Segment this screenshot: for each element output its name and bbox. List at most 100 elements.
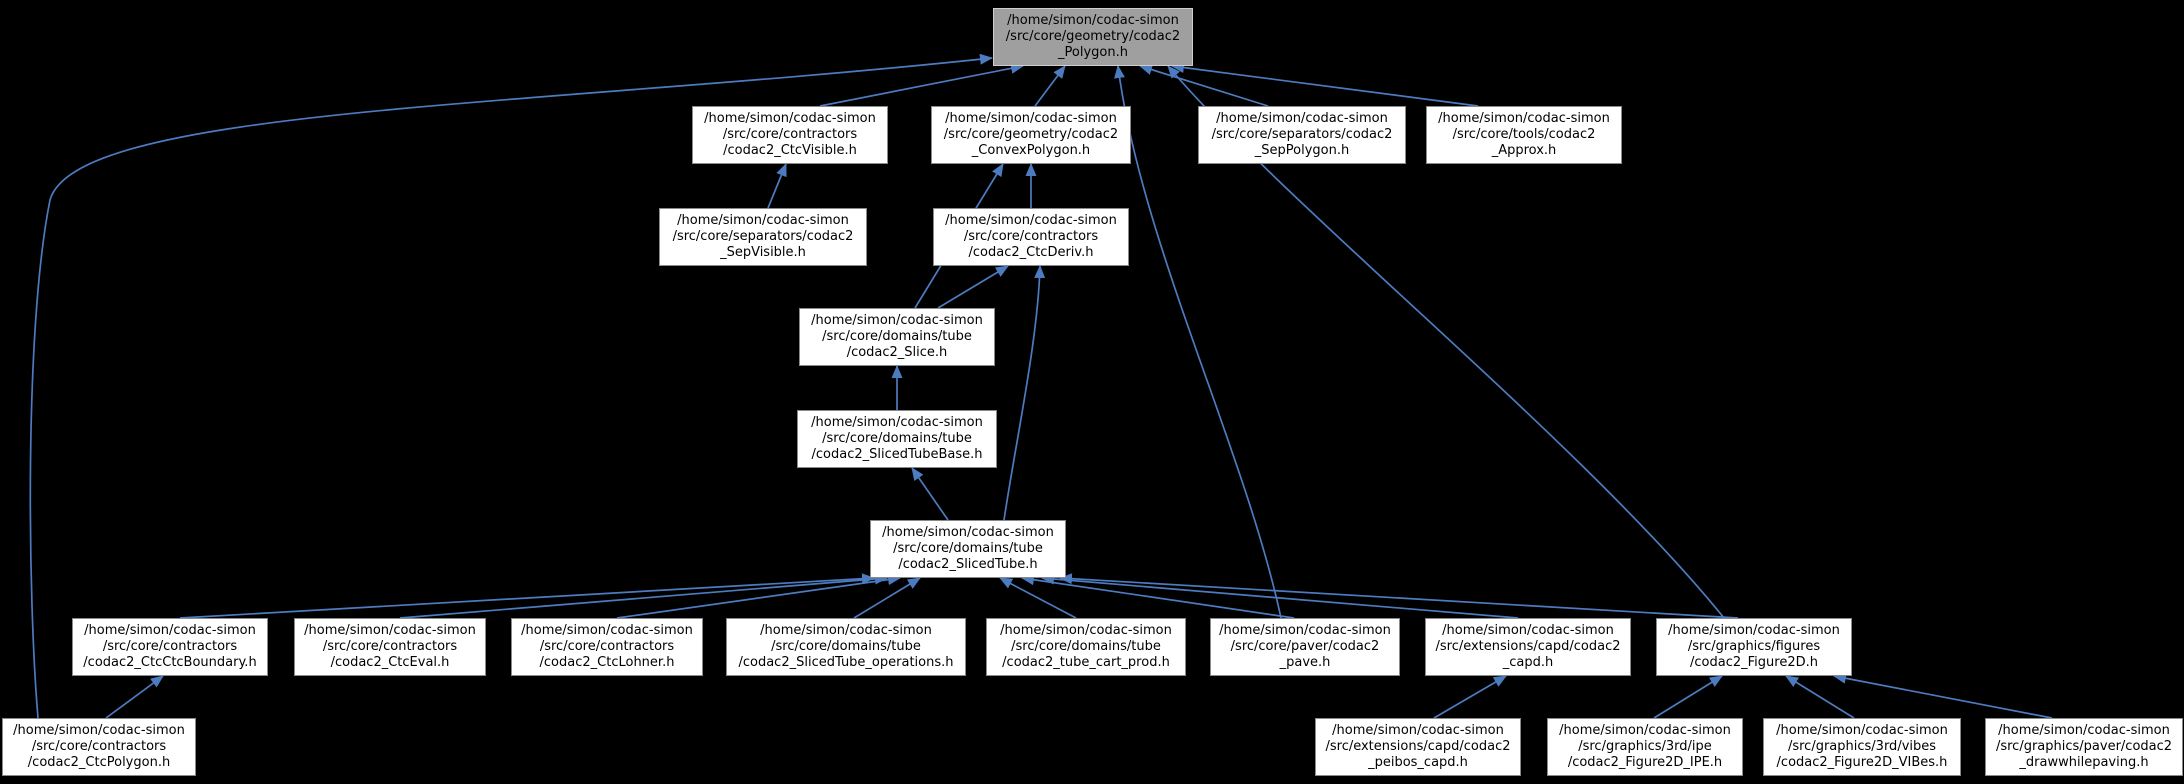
node-label-line: /home/simon/codac-simon xyxy=(1219,623,1391,638)
node-label-line: _drawwhilepaving.h xyxy=(2019,755,2149,770)
node-label-line: /home/simon/codac-simon xyxy=(1559,723,1731,738)
graph-node-approx[interactable]: /home/simon/codac-simon/src/core/tools/c… xyxy=(1426,106,1622,164)
node-label-line: _peibos_capd.h xyxy=(1368,755,1468,770)
graph-node-ctcctcboundary[interactable]: /home/simon/codac-simon/src/core/contrac… xyxy=(72,618,268,676)
dependency-edge-pave-to-slicedtube xyxy=(1021,574,1295,619)
node-label-line: /src/core/contractors xyxy=(102,639,238,654)
node-label-line: /codac2_SlicedTube_operations.h xyxy=(738,655,954,670)
node-label-line: /src/core/domains/tube xyxy=(822,329,972,344)
graph-node-ctcvisible[interactable]: /home/simon/codac-simon/src/core/contrac… xyxy=(692,106,888,164)
node-label-line: /codac2_CtcEval.h xyxy=(330,655,450,670)
node-label-line: /home/simon/codac-simon xyxy=(13,723,185,738)
graph-node-tube_cart_prod[interactable]: /home/simon/codac-simon/src/core/domains… xyxy=(986,618,1186,676)
dependency-edge-slicedtube-to-ctcderiv xyxy=(1003,265,1046,521)
graph-node-slicedtubebase[interactable]: /home/simon/codac-simon/src/core/domains… xyxy=(797,410,997,468)
graph-node-slicedtube_ops[interactable]: /home/simon/codac-simon/src/core/domains… xyxy=(726,618,966,676)
node-label-line: /src/core/geometry/codac2 xyxy=(1005,29,1181,44)
graph-node-ctceval[interactable]: /home/simon/codac-simon/src/core/contrac… xyxy=(294,618,486,676)
node-label-line: /codac2_CtcCtcBoundary.h xyxy=(83,655,257,670)
node-label-line: /home/simon/codac-simon xyxy=(521,623,693,638)
graph-node-drawwhilepaving[interactable]: /home/simon/codac-simon/src/graphics/pav… xyxy=(1985,718,2183,776)
node-label-line: /src/core/separators/codac2 xyxy=(1211,127,1393,142)
dependency-edge-ctcvisible-to-polygon xyxy=(819,62,1024,107)
node-label-line: /src/extensions/capd/codac2 xyxy=(1325,739,1511,754)
graph-node-peibos_capd[interactable]: /home/simon/codac-simon/src/extensions/c… xyxy=(1315,718,1521,776)
dependency-edge-slice-to-ctcderiv xyxy=(937,265,1009,309)
node-label-line: /home/simon/codac-simon xyxy=(304,623,476,638)
graph-node-slice[interactable]: /home/simon/codac-simon/src/core/domains… xyxy=(799,308,995,366)
node-label-line: /home/simon/codac-simon xyxy=(811,313,983,328)
node-label-line: /home/simon/codac-simon xyxy=(1007,13,1179,28)
node-label-line: /codac2_SlicedTubeBase.h xyxy=(811,447,983,462)
node-label-line: _Approx.h xyxy=(1491,143,1557,158)
node-label-line: /src/graphics/3rd/vibes xyxy=(1787,739,1937,754)
graph-node-sepvisible[interactable]: /home/simon/codac-simon/src/core/separat… xyxy=(659,208,867,266)
dependency-edge-ctcpolygon-to-ctcctcboundary xyxy=(105,675,164,719)
node-label-line: /src/core/separators/codac2 xyxy=(672,229,854,244)
dependency-edge-ctclohner-to-slicedtube xyxy=(616,574,901,619)
dependency-edge-approx-to-polygon xyxy=(1171,62,1479,107)
graph-node-ctcderiv[interactable]: /home/simon/codac-simon/src/core/contrac… xyxy=(933,208,1129,266)
node-label-line: /codac2_Slice.h xyxy=(846,345,948,360)
dependency-edge-slicedtube-to-slicedtubebase xyxy=(911,467,949,521)
node-label-line: /codac2_Figure2D.h xyxy=(1690,655,1818,670)
node-label-line: _capd.h xyxy=(1502,655,1554,670)
node-label-line: /home/simon/codac-simon xyxy=(945,111,1117,126)
dependency-edge-seppolygon-to-polygon xyxy=(1139,64,1269,107)
dependency-edge-peibos_capd-to-capd xyxy=(1433,675,1507,719)
node-label-line: /codac2_SlicedTube.h xyxy=(898,557,1038,572)
dependency-edge-ctcctcboundary-to-slicedtube xyxy=(179,573,875,619)
node-label-line: /home/simon/codac-simon xyxy=(1668,623,1840,638)
node-label-line: /src/core/geometry/codac2 xyxy=(943,127,1119,142)
dependency-edge-convexpolygon-to-polygon xyxy=(1034,65,1066,107)
graph-node-ctcpolygon[interactable]: /home/simon/codac-simon/src/core/contrac… xyxy=(2,718,196,776)
graph-node-polygon[interactable]: /home/simon/codac-simon/src/core/geometr… xyxy=(993,8,1193,66)
dependency-edge-pave-to-polygon xyxy=(1114,65,1282,619)
graph-node-seppolygon[interactable]: /home/simon/codac-simon/src/core/separat… xyxy=(1198,106,1406,164)
node-label-line: _ConvexPolygon.h xyxy=(971,143,1091,158)
node-label-line: _SepVisible.h xyxy=(720,245,806,260)
dependency-edge-drawwhilepaving-to-figure2d xyxy=(1833,672,2053,719)
node-label-line: /codac2_CtcLohner.h xyxy=(539,655,675,670)
dependency-edge-ctceval-to-slicedtube xyxy=(399,573,888,619)
node-label-line: /home/simon/codac-simon xyxy=(677,213,849,228)
node-label-line: /src/core/domains/tube xyxy=(1011,639,1161,654)
node-label-line: /src/graphics/figures xyxy=(1687,639,1821,654)
node-label-line: /home/simon/codac-simon xyxy=(1332,723,1504,738)
node-label-line: /home/simon/codac-simon xyxy=(760,623,932,638)
node-label-line: /src/core/domains/tube xyxy=(822,431,972,446)
graph-node-capd[interactable]: /home/simon/codac-simon/src/extensions/c… xyxy=(1425,618,1631,676)
node-label-line: /src/core/contractors xyxy=(322,639,458,654)
graph-node-figure2d[interactable]: /home/simon/codac-simon/src/graphics/fig… xyxy=(1656,618,1852,676)
node-label-line: /home/simon/codac-simon xyxy=(945,213,1117,228)
node-label-line: /src/core/contractors xyxy=(31,739,167,754)
node-label-line: /home/simon/codac-simon xyxy=(811,415,983,430)
dependency-edge-tube_cart_prod-to-slicedtube xyxy=(999,577,1077,619)
node-label-line: /src/extensions/capd/codac2 xyxy=(1435,639,1621,654)
graph-node-convexpolygon[interactable]: /home/simon/codac-simon/src/core/geometr… xyxy=(931,106,1131,164)
graph-node-pave[interactable]: /home/simon/codac-simon/src/core/paver/c… xyxy=(1210,618,1400,676)
node-label-line: /src/core/paver/codac2 xyxy=(1230,639,1380,654)
graph-node-figure2d_vibes[interactable]: /home/simon/codac-simon/src/graphics/3rd… xyxy=(1763,718,1961,776)
node-label-line: /src/graphics/paver/codac2 xyxy=(1995,739,2173,754)
graph-node-slicedtube[interactable]: /home/simon/codac-simon/src/core/domains… xyxy=(870,520,1066,578)
node-label-line: /codac2_CtcVisible.h xyxy=(723,143,857,158)
dependency-edge-figure2d-to-slicedtube xyxy=(1059,573,1739,619)
node-label-line: /home/simon/codac-simon xyxy=(1776,723,1948,738)
node-label-line: /home/simon/codac-simon xyxy=(1438,111,1610,126)
graph-node-figure2d_ipe[interactable]: /home/simon/codac-simon/src/graphics/3rd… xyxy=(1547,718,1743,776)
node-label-line: /home/simon/codac-simon xyxy=(704,111,876,126)
node-label-line: _SepPolygon.h xyxy=(1254,143,1350,158)
node-label-line: /src/core/domains/tube xyxy=(771,639,921,654)
dependency-edge-sepvisible-to-ctcvisible xyxy=(767,163,787,209)
graph-node-ctclohner[interactable]: /home/simon/codac-simon/src/core/contrac… xyxy=(511,618,703,676)
dependency-edge-figure2d_ipe-to-figure2d xyxy=(1653,675,1723,719)
node-label-line: /codac2_tube_cart_prod.h xyxy=(1002,655,1170,670)
node-label-line: /codac2_CtcDeriv.h xyxy=(968,245,1094,260)
dependency-edge-slicedtube_ops-to-slicedtube xyxy=(853,577,921,619)
node-label-line: /home/simon/codac-simon xyxy=(1216,111,1388,126)
node-label-line: /src/core/tools/codac2 xyxy=(1452,127,1596,142)
node-label-line: /src/core/domains/tube xyxy=(893,541,1043,556)
